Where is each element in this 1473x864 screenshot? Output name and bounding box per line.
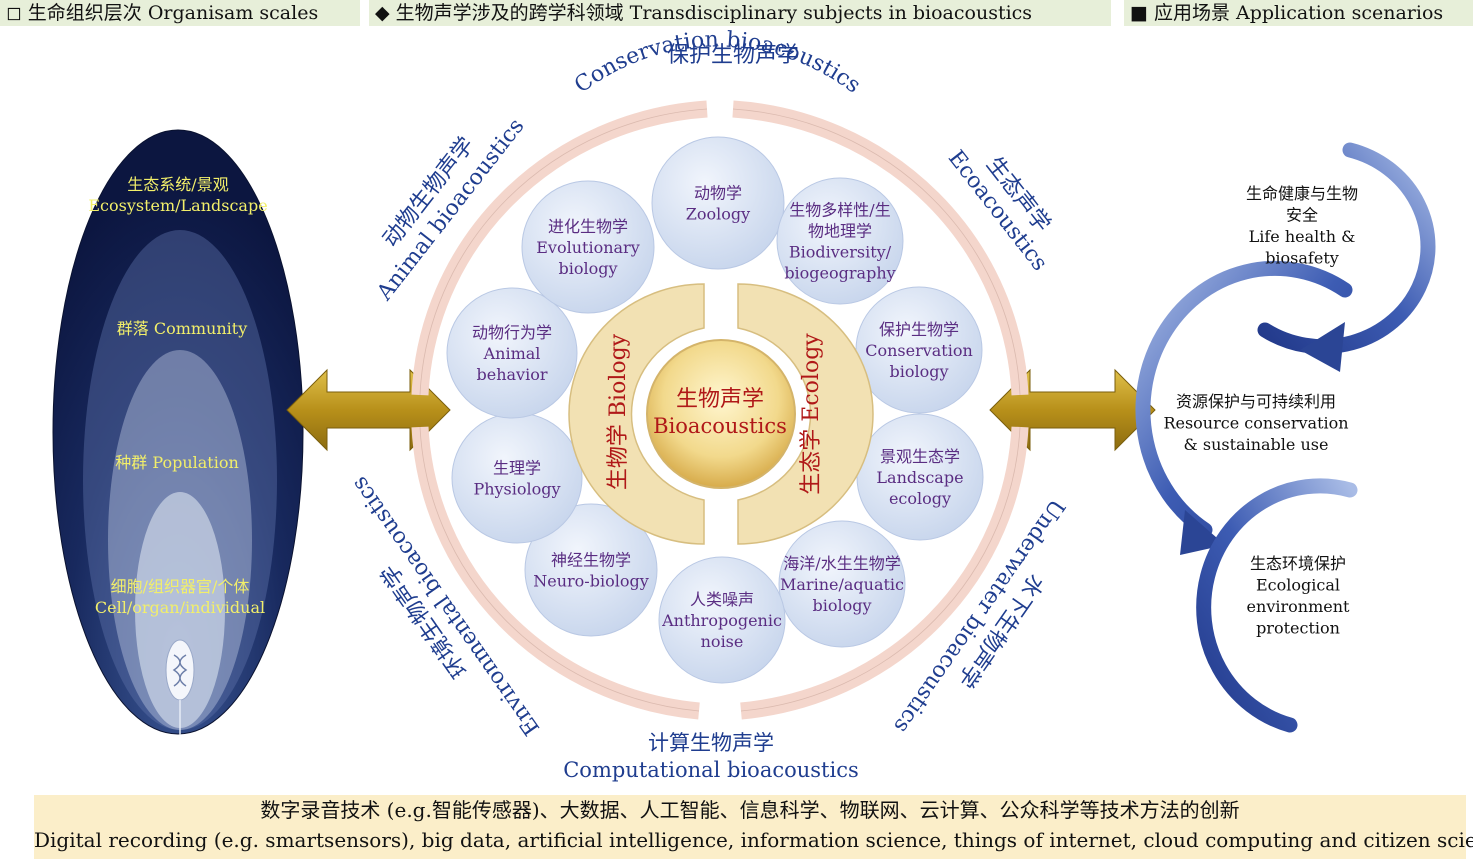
subject-label: Marine/aquatic bbox=[780, 575, 904, 594]
right-double-arrow bbox=[989, 368, 1156, 452]
scale-individual-zh: 细胞/组织器官/个体 bbox=[111, 577, 250, 596]
subject-label: 景观生态学 bbox=[880, 447, 960, 466]
subject-label: Evolutionary bbox=[536, 238, 639, 257]
header-text: 生物声学涉及的跨学科领域 Transdisciplinary subjects … bbox=[395, 2, 1033, 24]
subject-label: 进化生物学 bbox=[548, 217, 628, 236]
subject-label: Physiology bbox=[473, 480, 560, 499]
header-transdisciplinary: ◆生物声学涉及的跨学科领域 Transdisciplinary subjects… bbox=[369, 0, 1111, 26]
dna-icon bbox=[172, 654, 188, 687]
subject-label: Biodiversity/ bbox=[789, 243, 892, 262]
subject-label: biogeography bbox=[784, 264, 895, 283]
subject-bubble bbox=[446, 287, 578, 419]
subject-label: 动物学 bbox=[694, 184, 742, 203]
subject-label: Animal bbox=[483, 344, 541, 363]
loop-arc-3 bbox=[1196, 478, 1358, 733]
scale-ecosystem-zh: 生态系统/景观 bbox=[127, 175, 228, 194]
subject-label: 海洋/水生生物学 bbox=[783, 554, 900, 573]
application-label: Ecological bbox=[1256, 576, 1340, 595]
application-label: & sustainable use bbox=[1184, 435, 1329, 454]
ring-label-upper-right: 生态声学 Ecoacoustics bbox=[943, 146, 1055, 276]
scale-community: 群落 Community bbox=[117, 319, 248, 338]
square-outline-icon: ◻ bbox=[6, 2, 22, 24]
subject-label: 生物多样性/生 bbox=[789, 201, 890, 220]
subject-label: Landscape bbox=[876, 468, 963, 487]
ecology-label: 生态学 Ecology bbox=[799, 333, 824, 495]
subject-bubble bbox=[658, 556, 786, 684]
subject-label: biology bbox=[558, 259, 617, 278]
ellipse-individual bbox=[135, 492, 225, 728]
application-label: 资源保护与可持续利用 bbox=[1176, 392, 1336, 411]
center-en: Bioacoustics bbox=[653, 414, 787, 438]
subject-label: 神经生物学 bbox=[551, 551, 631, 570]
biology-half bbox=[568, 283, 705, 545]
loop-arc-2 bbox=[1135, 260, 1353, 538]
loop-arrowhead-1 bbox=[1300, 322, 1345, 372]
subject-label: Conservation bbox=[865, 341, 973, 360]
application-label: environment bbox=[1247, 597, 1350, 616]
technology-banner-en: Digital recording (e.g. smartsensors), b… bbox=[34, 828, 1473, 852]
application-label: protection bbox=[1256, 619, 1340, 638]
subject-bubble bbox=[778, 520, 906, 648]
subject-label: behavior bbox=[477, 365, 548, 384]
technology-banner-zh: 数字录音技术 (e.g.智能传感器)、大数据、人工智能、信息科学、物联网、云计算… bbox=[260, 798, 1240, 822]
scale-ecosystem-en: Ecosystem/Landscape bbox=[88, 196, 267, 215]
ring-label-bottom-zh: 计算生物声学 bbox=[648, 731, 774, 755]
scale-population: 种群 Population bbox=[115, 453, 239, 472]
subject-label: 人类噪声 bbox=[690, 590, 754, 609]
subject-bubble bbox=[651, 136, 785, 270]
application-label: 生命健康与生物 bbox=[1246, 184, 1358, 203]
center-circle bbox=[646, 339, 796, 489]
subject-label: 保护生物学 bbox=[879, 320, 959, 339]
ring-label-bottom-en: Computational bioacoustics bbox=[563, 758, 859, 782]
subject-label: 物地理学 bbox=[808, 222, 872, 241]
organism-scales: 生态系统/景观 Ecosystem/Landscape 群落 Community… bbox=[52, 129, 304, 735]
ellipse-ecosystem bbox=[52, 129, 304, 735]
subject-label: noise bbox=[701, 632, 744, 651]
application-label: biosafety bbox=[1265, 249, 1339, 268]
scale-individual-en: Cell/organ/individual bbox=[95, 598, 265, 617]
header-text: 生命组织层次 Organisam scales bbox=[27, 2, 319, 24]
ring-label-top-zh: 保护生物声学 bbox=[667, 43, 799, 68]
ellipse-community bbox=[83, 230, 277, 730]
header-organism-scales: ◻生命组织层次 Organisam scales bbox=[0, 0, 360, 26]
left-double-arrow bbox=[286, 368, 451, 452]
subject-bubble bbox=[521, 180, 655, 314]
ecology-half bbox=[737, 283, 874, 545]
subject-label: Zoology bbox=[686, 205, 750, 224]
subject-label: Anthropogenic bbox=[661, 611, 782, 630]
subject-bubble bbox=[451, 412, 583, 544]
subject-bubble bbox=[856, 413, 984, 541]
header-applications: ■应用场景 Application scenarios bbox=[1124, 0, 1473, 26]
subject-label: biology bbox=[812, 596, 871, 615]
ring-outline bbox=[419, 108, 1021, 712]
subject-label: biology bbox=[889, 362, 948, 381]
application-label: Life health & bbox=[1249, 227, 1356, 246]
subject-label: ecology bbox=[889, 489, 951, 508]
header-text: 应用场景 Application scenarios bbox=[1153, 2, 1444, 24]
subject-label: 生理学 bbox=[493, 459, 541, 478]
outer-ring bbox=[411, 100, 1029, 720]
application-label: 生态环境保护 bbox=[1250, 554, 1346, 573]
technology-banner: 数字录音技术 (e.g.智能传感器)、大数据、人工智能、信息科学、物联网、云计算… bbox=[34, 795, 1473, 859]
biology-label: 生物学 Biology bbox=[606, 333, 631, 490]
application-label: 安全 bbox=[1286, 206, 1318, 225]
subject-label: Neuro-biology bbox=[533, 572, 648, 591]
cell-capsule bbox=[165, 639, 195, 701]
center-zh: 生物声学 bbox=[676, 387, 764, 412]
square-filled-icon: ■ bbox=[1130, 2, 1148, 24]
subject-label: 动物行为学 bbox=[472, 323, 552, 342]
subject-bubble bbox=[776, 177, 904, 305]
application-label: Resource conservation bbox=[1163, 414, 1348, 433]
subject-bubble bbox=[524, 503, 658, 637]
diamond-icon: ◆ bbox=[375, 2, 390, 24]
